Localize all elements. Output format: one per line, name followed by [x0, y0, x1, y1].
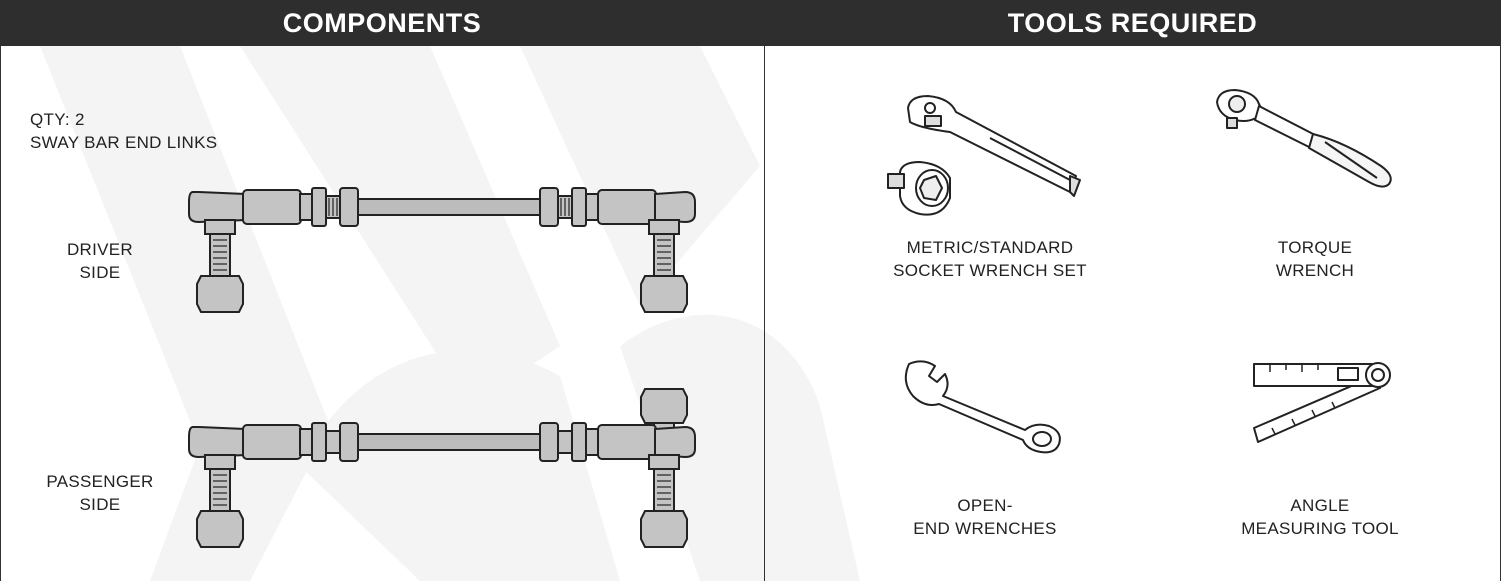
- passenger-end-link-image: [188, 388, 696, 548]
- passenger-side-line1: PASSENGER: [46, 472, 154, 491]
- socket-wrench-line1: METRIC/STANDARD: [906, 238, 1074, 257]
- torque-wrench-icon: [1216, 89, 1392, 188]
- left-border: [0, 46, 1, 581]
- header-bar: [0, 0, 1501, 46]
- driver-end-link-image: [188, 187, 696, 313]
- torque-wrench-line1: TORQUE: [1277, 238, 1353, 257]
- open-end-wrench-line2: END WRENCHES: [913, 519, 1057, 538]
- driver-side-line2: SIDE: [79, 263, 121, 282]
- tools-heading: TOOLS REQUIRED: [1007, 8, 1258, 38]
- socket-wrench-set-icon: [887, 95, 1081, 216]
- open-end-wrench-line1: OPEN-: [957, 496, 1013, 515]
- quantity-label: QTY: 2: [30, 110, 85, 129]
- angle-tool-line2: MEASURING TOOL: [1241, 519, 1399, 538]
- item-name: SWAY BAR END LINKS: [30, 133, 218, 152]
- angle-tool-label: ANGLE MEASURING TOOL: [1210, 494, 1430, 540]
- panel-divider: [764, 46, 765, 581]
- driver-side-line1: DRIVER: [66, 240, 134, 259]
- driver-side-label: DRIVER SIDE: [40, 238, 160, 284]
- socket-wrench-line2: SOCKET WRENCH SET: [893, 261, 1087, 280]
- passenger-side-label: PASSENGER SIDE: [30, 470, 170, 516]
- passenger-side-line2: SIDE: [79, 495, 121, 514]
- components-heading: COMPONENTS: [282, 8, 482, 38]
- angle-tool-line1: ANGLE: [1290, 496, 1350, 515]
- socket-wrench-label: METRIC/STANDARD SOCKET WRENCH SET: [855, 236, 1125, 282]
- open-end-wrench-label: OPEN- END WRENCHES: [855, 494, 1115, 540]
- torque-wrench-label: TORQUE WRENCH: [1230, 236, 1400, 282]
- open-end-wrench-icon: [904, 360, 1061, 454]
- torque-wrench-line2: WRENCH: [1275, 261, 1355, 280]
- angle-measuring-tool-icon: [1253, 362, 1391, 443]
